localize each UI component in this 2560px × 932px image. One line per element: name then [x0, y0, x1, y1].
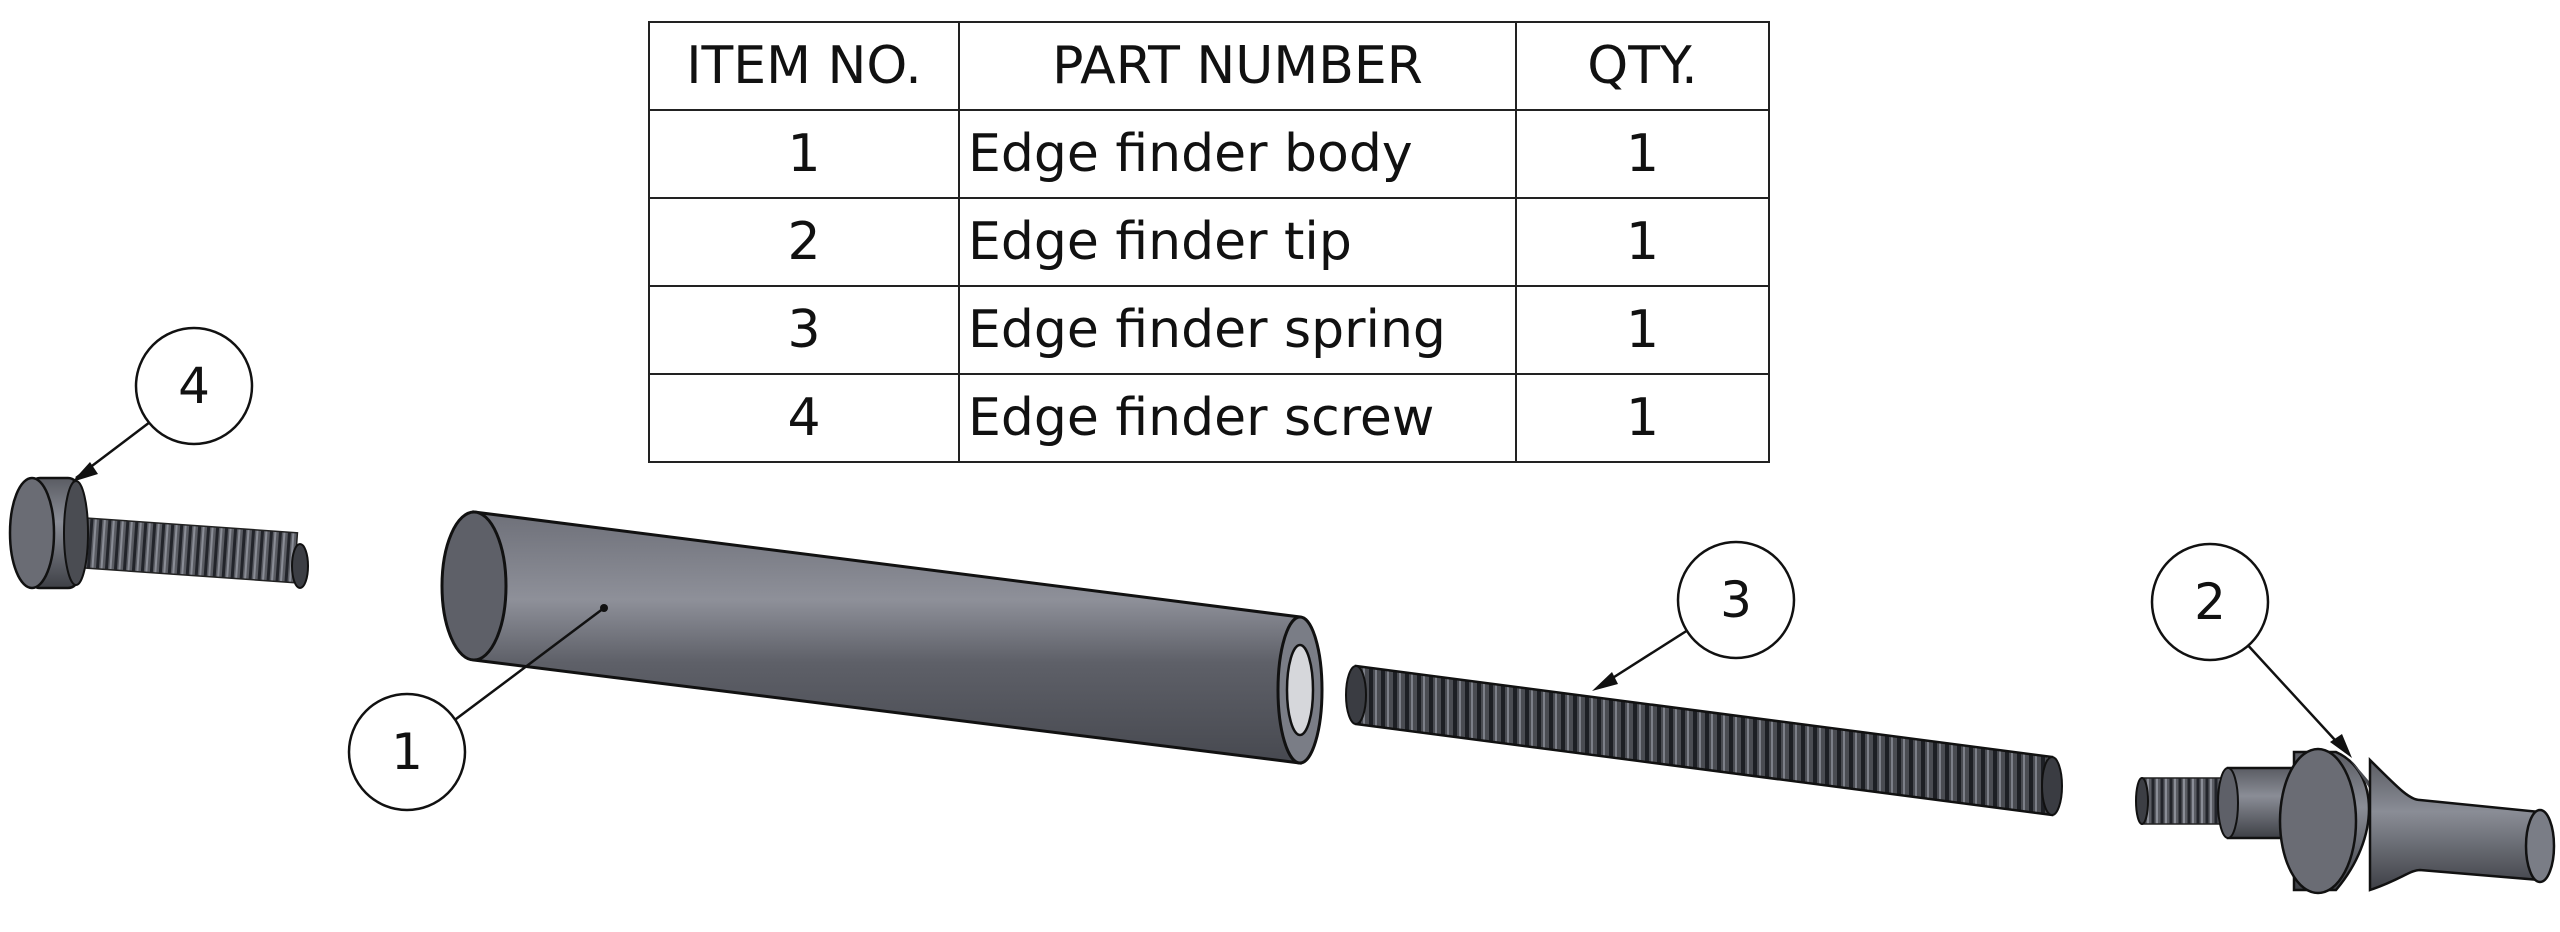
table-row: 1 Edge finder body 1 [648, 109, 1770, 199]
leader-arrowheads [72, 462, 2352, 758]
cell-qty: 1 [1515, 197, 1770, 287]
table-row: 2 Edge finder tip 1 [648, 197, 1770, 287]
part-4-screw [8, 476, 309, 590]
cell-qty: 1 [1515, 285, 1770, 375]
table-row: 3 Edge finder spring 1 [648, 285, 1770, 375]
cell-part-number: Edge finder screw [958, 373, 1517, 463]
balloon-3-label: 3 [1720, 571, 1752, 629]
cell-part-number: Edge finder spring [958, 285, 1517, 375]
leader-lines [75, 421, 2347, 753]
header-qty: QTY. [1515, 21, 1770, 111]
balloon-1: 1 [347, 692, 467, 812]
balloon-4: 4 [134, 326, 254, 446]
bom-header-row: ITEM NO. PART NUMBER QTY. [648, 21, 1770, 111]
balloon-1-label: 1 [391, 723, 423, 781]
cell-item-no: 2 [648, 197, 960, 287]
cell-qty: 1 [1515, 373, 1770, 463]
cell-part-number: Edge finder body [958, 109, 1517, 199]
balloon-2-label: 2 [2194, 573, 2226, 631]
part-1-body [440, 510, 1324, 765]
cell-item-no: 3 [648, 285, 960, 375]
part-2-tip [2135, 747, 2556, 895]
cell-item-no: 4 [648, 373, 960, 463]
bill-of-materials-table: ITEM NO. PART NUMBER QTY. 1 Edge finder … [648, 21, 1770, 463]
cell-item-no: 1 [648, 109, 960, 199]
cell-qty: 1 [1515, 109, 1770, 199]
balloon-2: 2 [2150, 542, 2270, 662]
balloon-4-label: 4 [178, 357, 210, 415]
table-row: 4 Edge finder screw 1 [648, 373, 1770, 463]
balloon-3: 3 [1676, 540, 1796, 660]
header-part-number: PART NUMBER [958, 21, 1517, 111]
cell-part-number: Edge finder tip [958, 197, 1517, 287]
part-3-spring [1345, 664, 2063, 817]
header-item-no: ITEM NO. [648, 21, 960, 111]
